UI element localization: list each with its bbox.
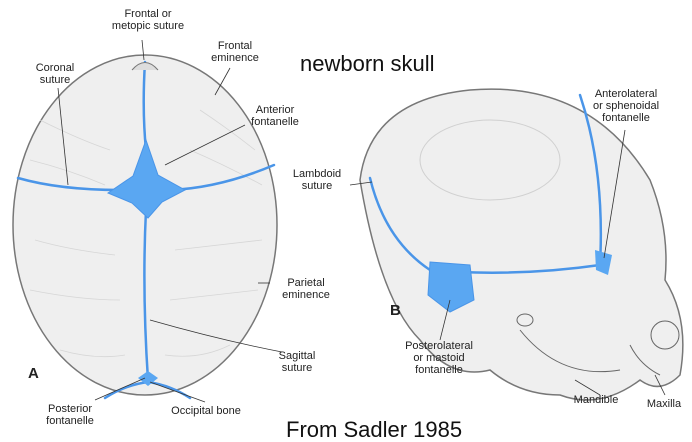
label-posterior-fontanelle: Posterior fontanelle — [28, 403, 112, 427]
label-anterolateral-fontanelle: Anterolateral or sphenoidal fontanelle — [576, 88, 676, 124]
label-anterior-fontanelle: Anterior fontanelle — [240, 104, 310, 128]
label-maxilla: Maxilla — [636, 398, 692, 410]
label-sagittal-suture: Sagittal suture — [262, 350, 332, 374]
label-parietal-eminence: Parietal eminence — [272, 277, 340, 301]
label-frontal-eminence: Frontal eminence — [202, 40, 268, 64]
panel-letter-b: B — [390, 305, 401, 317]
skull-top-view — [13, 40, 282, 402]
label-lambdoid-suture: Lambdoid suture — [282, 168, 352, 192]
panel-letter-a: A — [28, 368, 39, 380]
label-mandible: Mandible — [560, 394, 632, 406]
label-coronal-suture: Coronal suture — [20, 62, 90, 86]
label-posterolateral-fontanelle: Posterolateral or mastoid fontanelle — [384, 340, 494, 376]
label-occipital-bone: Occipital bone — [148, 405, 264, 417]
label-frontal-suture: Frontal or metopic suture — [96, 8, 200, 32]
source-credit: From Sadler 1985 — [286, 418, 462, 442]
diagram-title: newborn skull — [300, 52, 435, 76]
